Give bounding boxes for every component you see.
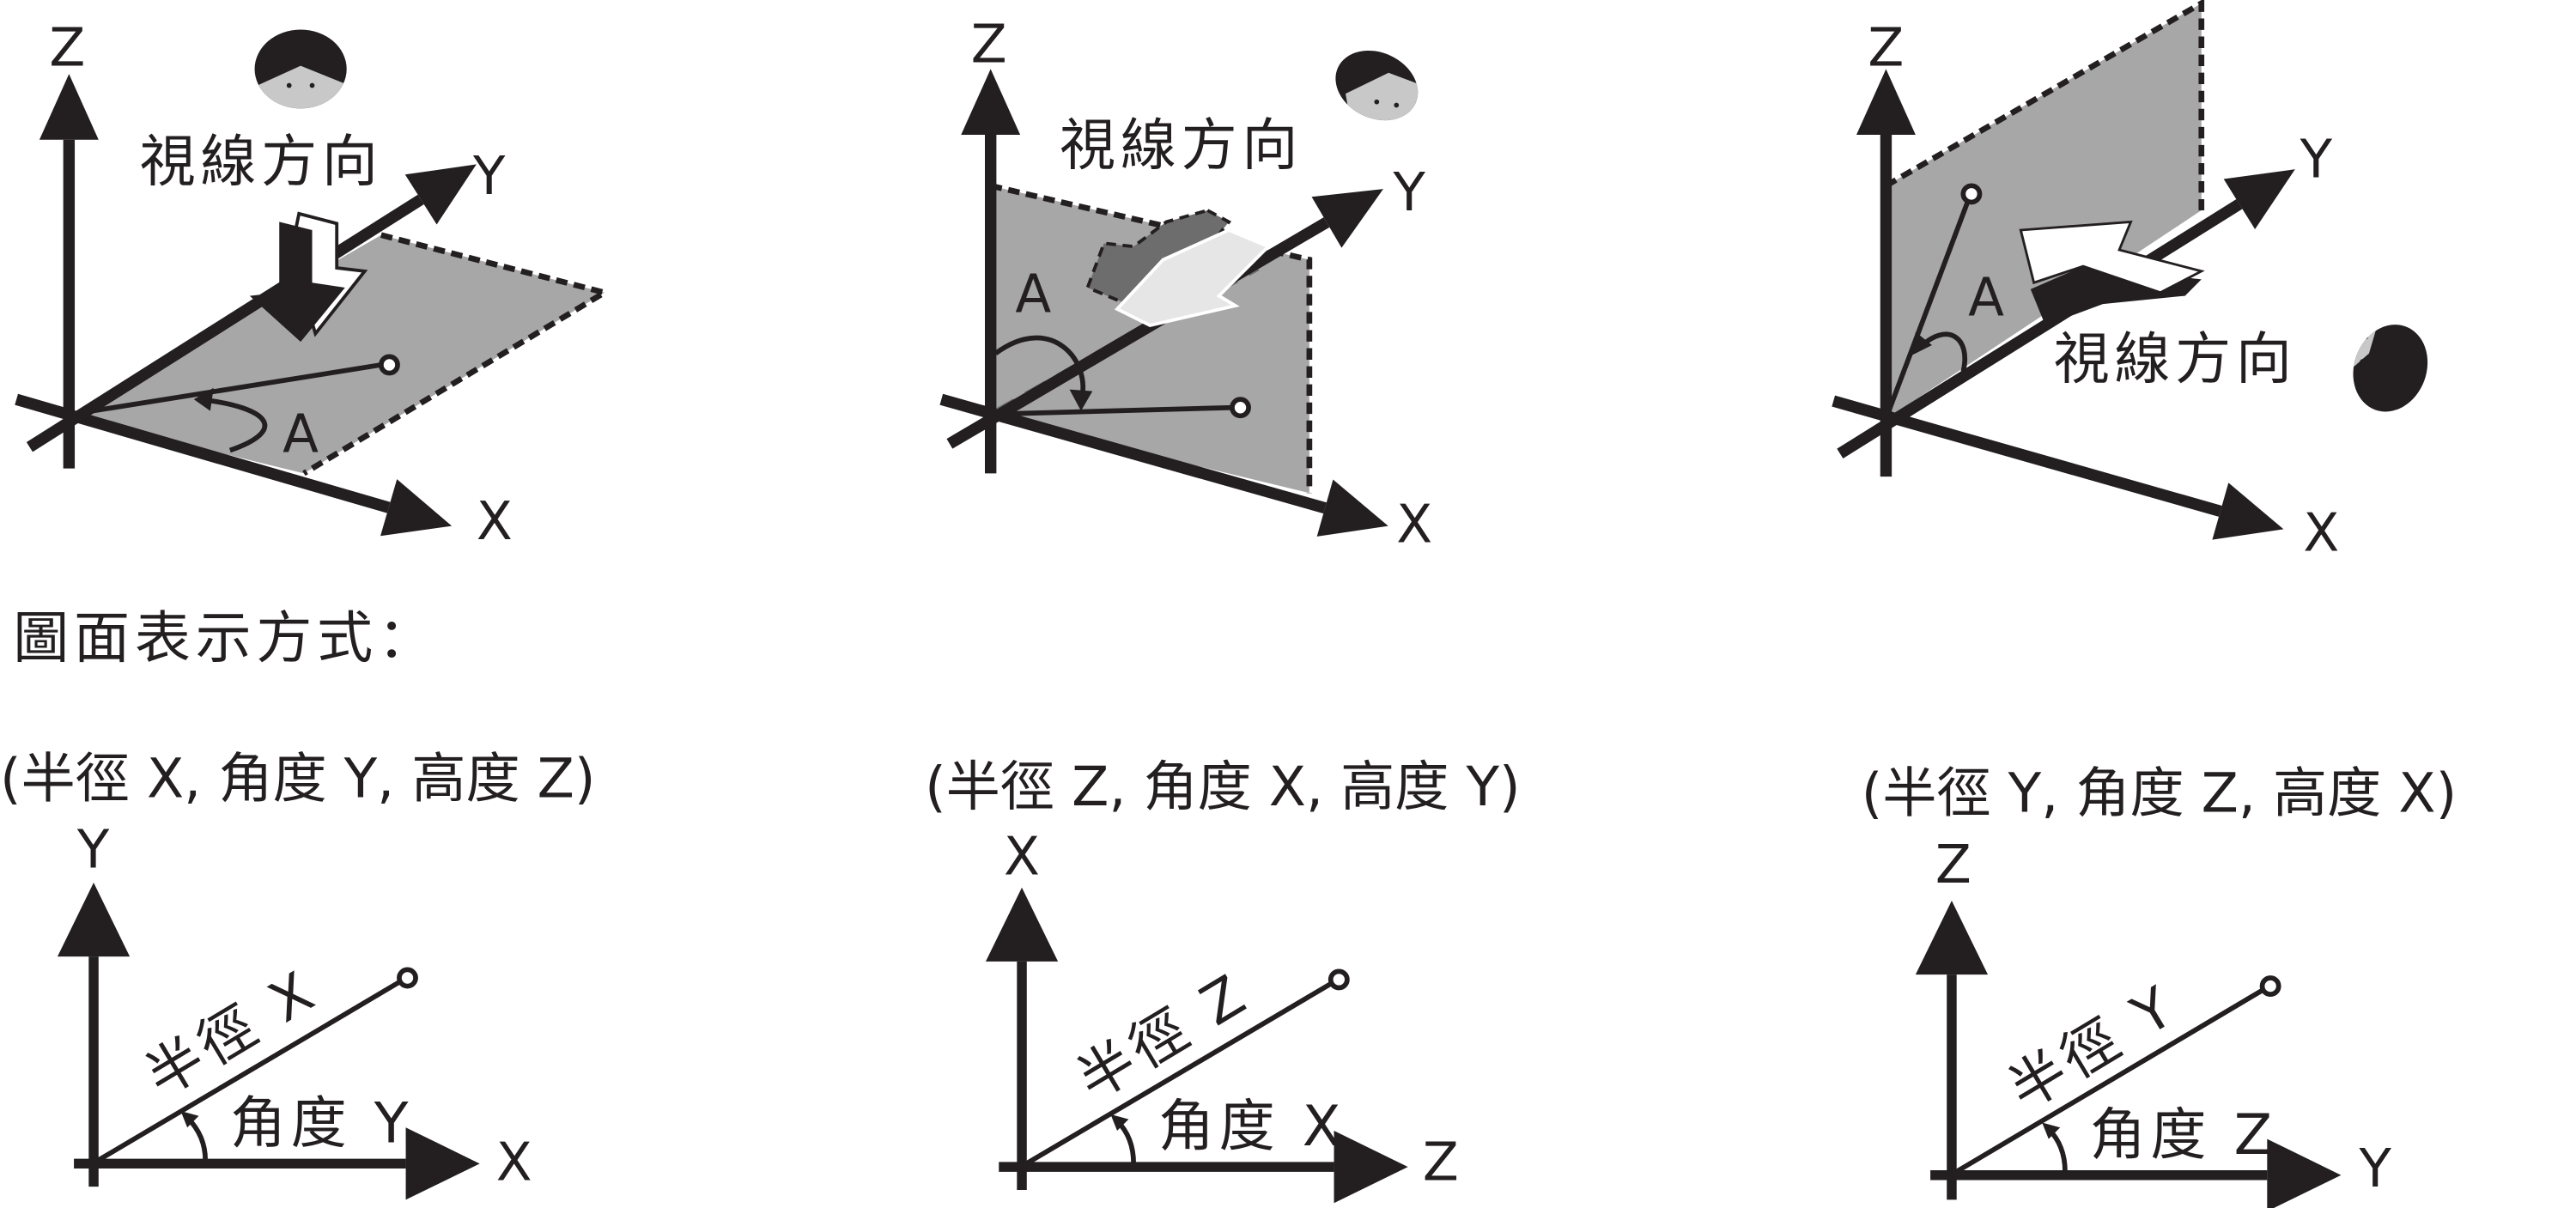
y-axis-line xyxy=(1837,199,2243,459)
axis-label-x: X xyxy=(2303,502,2339,563)
view-direction-label: 視線方向 xyxy=(140,131,383,195)
angle-arrowhead xyxy=(2042,1122,2061,1139)
x-axis-arrowhead-icon xyxy=(2212,483,2284,540)
viewer-head-icon xyxy=(254,29,347,109)
vertical-axis-label: Y xyxy=(76,820,110,881)
view-direction-label: 視線方向 xyxy=(1060,113,1303,178)
radius-line xyxy=(1022,980,1334,1168)
viewer-head-icon xyxy=(2341,313,2440,422)
horizontal-axis-label: Z xyxy=(1423,1132,1459,1193)
panel-3-3d: A Z Y X 視線方向 xyxy=(1832,0,2440,563)
axis-label-z: Z xyxy=(971,15,1007,76)
angle-arrowhead xyxy=(1912,331,1932,355)
viewer-head-icon xyxy=(1324,37,1430,134)
axis-label-x: X xyxy=(1396,495,1432,555)
x-axis-arrowhead-icon xyxy=(1316,479,1388,537)
radius-label: 半徑 X xyxy=(135,958,329,1110)
angle-arrowhead xyxy=(193,387,214,411)
angle-arrowhead xyxy=(1110,1114,1129,1132)
view-direction-arrow-icon xyxy=(1085,208,1272,328)
view-direction-arrow-icon xyxy=(249,211,368,343)
radius-line xyxy=(94,979,403,1164)
point-marker xyxy=(1960,183,1983,205)
y-axis-arrowhead-icon xyxy=(2223,169,2295,229)
angle-arc xyxy=(993,335,1085,402)
radius-label: 半徑 Z xyxy=(1066,962,1261,1114)
radius-label: 半徑 Y xyxy=(1998,973,2189,1122)
radius-line xyxy=(71,362,382,417)
z-axis-arrowhead-icon xyxy=(961,69,1021,135)
radius-line xyxy=(1885,199,1971,416)
horizontal-axis-arrowhead-icon xyxy=(2267,1138,2342,1208)
axis-label-x: X xyxy=(477,491,513,552)
angle-arrowhead xyxy=(1069,389,1093,411)
axis-label-z: Z xyxy=(49,18,85,79)
point-marker xyxy=(2259,975,2281,998)
horizontal-axis-arrowhead-icon xyxy=(405,1127,480,1200)
angle-label: 角度 X xyxy=(1158,1095,1346,1159)
view-direction-label: 視線方向 xyxy=(2054,327,2297,392)
projection-1: 半徑 X 角度 Y Y X xyxy=(57,820,532,1200)
axis-label-z: Z xyxy=(1868,18,1904,79)
angle-arrowhead xyxy=(180,1111,199,1128)
vertical-axis-arrowhead-icon xyxy=(985,887,1059,962)
panel-1-caption: (半徑 X, 角度 Y, 高度 Z) xyxy=(0,746,596,810)
y-axis-line xyxy=(26,194,424,452)
point-marker xyxy=(1327,968,1350,991)
panel-3-caption: (半徑 Y, 角度 Z, 高度 X) xyxy=(1862,762,2458,825)
vertical-axis-label: Z xyxy=(1935,835,1971,895)
z-axis-arrowhead-icon xyxy=(1856,69,1916,135)
horizontal-axis-label: X xyxy=(496,1132,532,1193)
angle-label: A xyxy=(283,404,319,464)
x-axis-arrowhead-icon xyxy=(380,479,453,537)
xy-plane xyxy=(69,234,605,474)
axis-label-y: Y xyxy=(1392,162,1425,223)
horizontal-axis-label: Y xyxy=(2358,1138,2391,1199)
y-axis-arrowhead-icon xyxy=(404,164,477,225)
plane-edge xyxy=(302,232,612,477)
panel-1-3d: A Z Y X 視線方向 xyxy=(15,18,612,552)
radius-line xyxy=(1952,986,2265,1176)
point-marker xyxy=(379,354,400,376)
vertical-axis-arrowhead-icon xyxy=(1915,901,1989,975)
yz-plane xyxy=(1886,3,2202,420)
plane-edge xyxy=(1884,0,2205,211)
point-marker xyxy=(397,967,418,989)
panel-2-caption: (半徑 Z, 角度 X, 高度 Y) xyxy=(925,755,1521,818)
vertical-axis-label: X xyxy=(1004,826,1040,887)
horizontal-axis-arrowhead-icon xyxy=(1334,1131,1408,1204)
projection-3: 半徑 Y 角度 Z Z Y xyxy=(1915,835,2391,1208)
y-axis-line xyxy=(946,217,1330,449)
projection-2: 半徑 Z 角度 X X Z xyxy=(985,826,1459,1204)
view-direction-arrow-icon xyxy=(2019,220,2205,294)
axis-label-y: Y xyxy=(2300,130,2333,191)
z-axis-arrowhead-icon xyxy=(39,74,99,140)
vertical-axis-arrowhead-icon xyxy=(57,882,131,957)
angle-label: 角度 Y xyxy=(230,1091,413,1156)
point-marker xyxy=(1230,397,1251,419)
y-axis-arrowhead-icon xyxy=(1311,189,1383,248)
angle-label: 角度 Z xyxy=(2090,1103,2277,1168)
angle-label: A xyxy=(1015,264,1051,325)
panel-2-3d: A Z Y X 視線方向 xyxy=(939,15,1432,555)
plane-edge xyxy=(989,183,1313,494)
angle-arc xyxy=(200,397,268,453)
angle-arc xyxy=(1917,331,1967,373)
angle-label: A xyxy=(1968,268,2004,329)
radius-line xyxy=(993,404,1233,417)
section-title: 圖面表示方式： xyxy=(13,607,438,671)
axis-label-y: Y xyxy=(472,146,506,207)
